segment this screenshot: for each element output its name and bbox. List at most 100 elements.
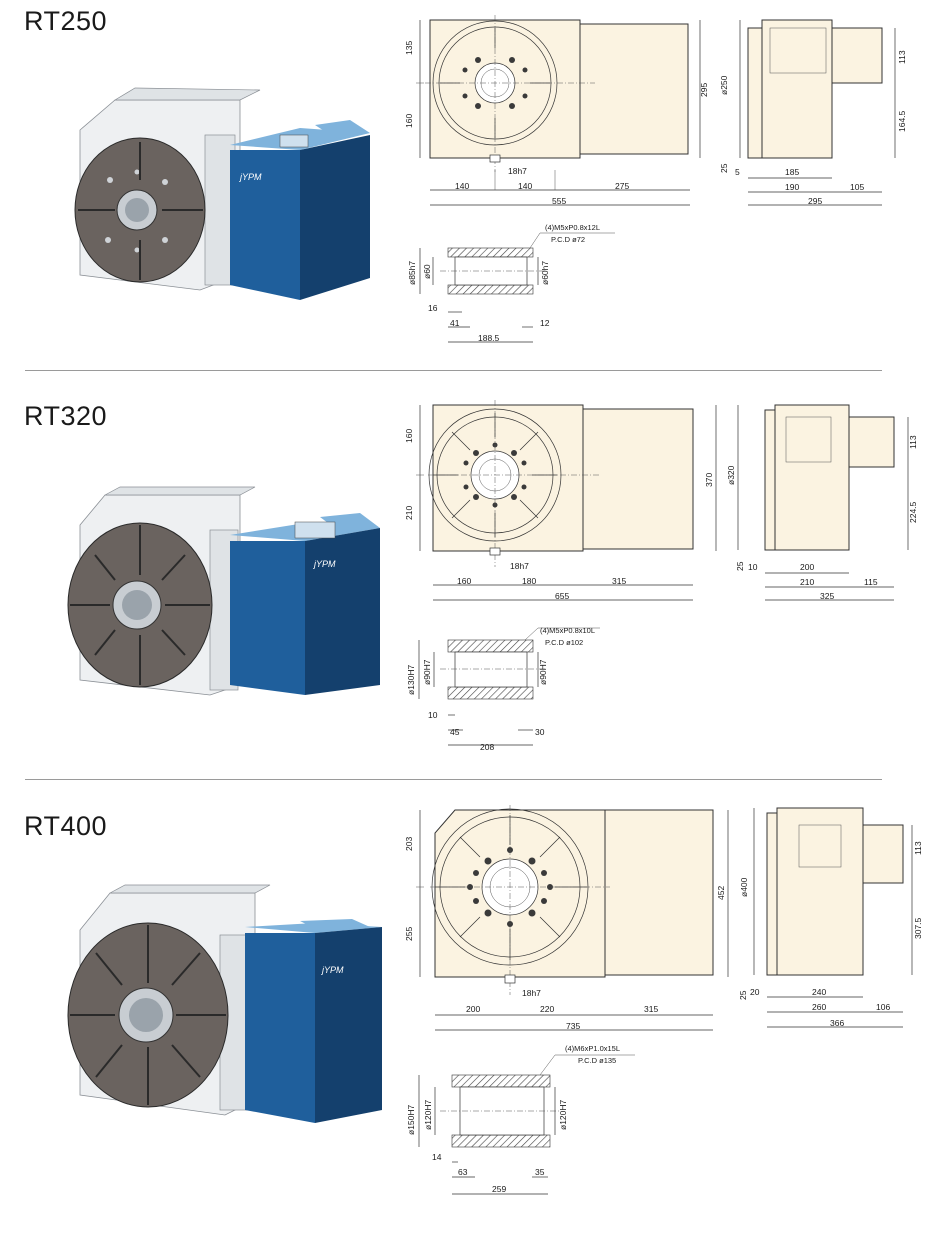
dim-label: 10: [748, 562, 758, 572]
dim-label: 655: [555, 591, 569, 601]
dim-label: 25: [735, 561, 745, 571]
dim-label: 307.5: [913, 917, 923, 939]
product-render: jYPM: [67, 486, 380, 696]
dim-label: 140: [518, 181, 532, 191]
dim-label: 14: [432, 1152, 442, 1162]
front-view-drawing: 135 160 295 18h7 140 140 275 555: [404, 15, 709, 206]
dim-label: 210: [404, 506, 414, 520]
bore-section-drawing: (4)M6xP1.0x15L P.C.D ø135 ø150H7 ø120H7 …: [406, 1044, 635, 1195]
dim-label: ø60h7: [540, 261, 550, 285]
dim-label: 295: [808, 196, 822, 206]
brand-logo: jYPM: [321, 965, 344, 975]
dim-label: 18h7: [510, 561, 529, 571]
model-drawings: jYPM 160 210 370: [67, 400, 918, 752]
section-divider: [25, 779, 882, 780]
dim-label: 452: [716, 886, 726, 900]
dim-label: ø250: [719, 75, 729, 95]
side-view-drawing: 113 ø320 224.5 25 10 200 210 115 325: [726, 404, 918, 601]
dim-label: ø90H7: [538, 659, 548, 685]
dim-label: 208: [480, 742, 494, 752]
dim-label: ø90H7: [422, 659, 432, 685]
dim-label: 370: [704, 473, 714, 487]
dim-label: 41: [450, 318, 460, 328]
dim-label: 240: [812, 987, 826, 997]
front-view-drawing: 203 255 452 18h7 200 220 315 735: [404, 805, 729, 1031]
dim-label: 20: [750, 987, 760, 997]
dim-label: 366: [830, 1018, 844, 1028]
dim-label: 140: [455, 181, 469, 191]
dim-label: 200: [800, 562, 814, 572]
brand-logo: jYPM: [239, 172, 262, 182]
dim-label: 203: [404, 837, 414, 851]
dim-label: 275: [615, 181, 629, 191]
dim-label: 115: [864, 577, 878, 587]
dim-label: 160: [404, 429, 414, 443]
dim-label: 160: [404, 114, 414, 128]
dim-label: 260: [812, 1002, 826, 1012]
dim-label: ø150H7: [406, 1104, 416, 1135]
dim-label: 113: [913, 841, 923, 855]
thread-note: (4)M5xP0.8x10L: [540, 626, 595, 635]
dim-label: 106: [876, 1002, 890, 1012]
brand-logo: jYPM: [313, 559, 336, 569]
model-section-rt400: RT400 jYPM: [0, 805, 950, 1233]
pcd-note: P.C.D ø135: [578, 1056, 616, 1065]
model-title: RT320: [24, 401, 108, 431]
dim-label: ø60: [422, 264, 432, 279]
dim-label: 35: [535, 1167, 545, 1177]
side-view-drawing: 113 ø250 164.5 25 5 185 190 105 295: [719, 19, 907, 206]
product-render: jYPM: [74, 87, 370, 300]
bore-section-drawing: (4)M5xP0.8x12L P.C.D ø72 ø85h7 ø60 ø60h7…: [407, 223, 615, 343]
model-section-rt250: RT250 jYPM: [0, 0, 950, 370]
dim-label: 30: [535, 727, 545, 737]
dim-label: 5: [735, 167, 740, 177]
dim-label: ø120H7: [558, 1099, 568, 1130]
dim-label: 295: [699, 83, 709, 97]
dim-label: 113: [908, 435, 918, 449]
dim-label: 12: [540, 318, 550, 328]
thread-note: (4)M6xP1.0x15L: [565, 1044, 620, 1053]
section-divider: [25, 370, 882, 371]
dim-label: 224.5: [908, 501, 918, 523]
dim-label: ø130H7: [406, 664, 416, 695]
dim-label: 220: [540, 1004, 554, 1014]
model-drawings: jYPM 203 255 452 18h7: [67, 805, 923, 1195]
dim-label: 315: [644, 1004, 658, 1014]
model-title: RT400: [24, 811, 108, 841]
dim-label: 210: [800, 577, 814, 587]
side-view-drawing: 113 ø400 307.5 25 20 240 260 106 366: [738, 807, 923, 1028]
dim-label: 135: [404, 41, 414, 55]
dim-label: 555: [552, 196, 566, 206]
model-drawings: jYPM 135 160 295 18h7: [74, 15, 907, 343]
dim-label: ø120H7: [423, 1099, 433, 1130]
bore-section-drawing: (4)M5xP0.8x10L P.C.D ø102 ø130H7 ø90H7 ø…: [406, 626, 600, 752]
dim-label: 164.5: [897, 110, 907, 132]
dim-label: ø400: [739, 877, 749, 897]
dim-label: 45: [450, 727, 460, 737]
dim-label: 735: [566, 1021, 580, 1031]
dim-label: 259: [492, 1184, 506, 1194]
dim-label: 200: [466, 1004, 480, 1014]
dim-label: 325: [820, 591, 834, 601]
front-view-drawing: 160 210 370 18h7 160 180 315 655: [404, 400, 717, 601]
dim-label: 185: [785, 167, 799, 177]
dim-label: 188.5: [478, 333, 500, 343]
dim-label: 18h7: [522, 988, 541, 998]
dim-label: 63: [458, 1167, 468, 1177]
dim-label: 25: [719, 163, 729, 173]
dim-label: 10: [428, 710, 438, 720]
dim-label: 16: [428, 303, 438, 313]
dim-label: 113: [897, 50, 907, 64]
pcd-note: P.C.D ø72: [551, 235, 585, 244]
dim-label: 180: [522, 576, 536, 586]
dim-label: 255: [404, 927, 414, 941]
dim-label: 18h7: [508, 166, 527, 176]
thread-note: (4)M5xP0.8x12L: [545, 223, 600, 232]
dim-label: 190: [785, 182, 799, 192]
pcd-note: P.C.D ø102: [545, 638, 583, 647]
dim-label: 315: [612, 576, 626, 586]
dim-label: 25: [738, 990, 748, 1000]
dim-label: 105: [850, 182, 864, 192]
dim-label: 160: [457, 576, 471, 586]
model-title: RT250: [24, 6, 108, 36]
